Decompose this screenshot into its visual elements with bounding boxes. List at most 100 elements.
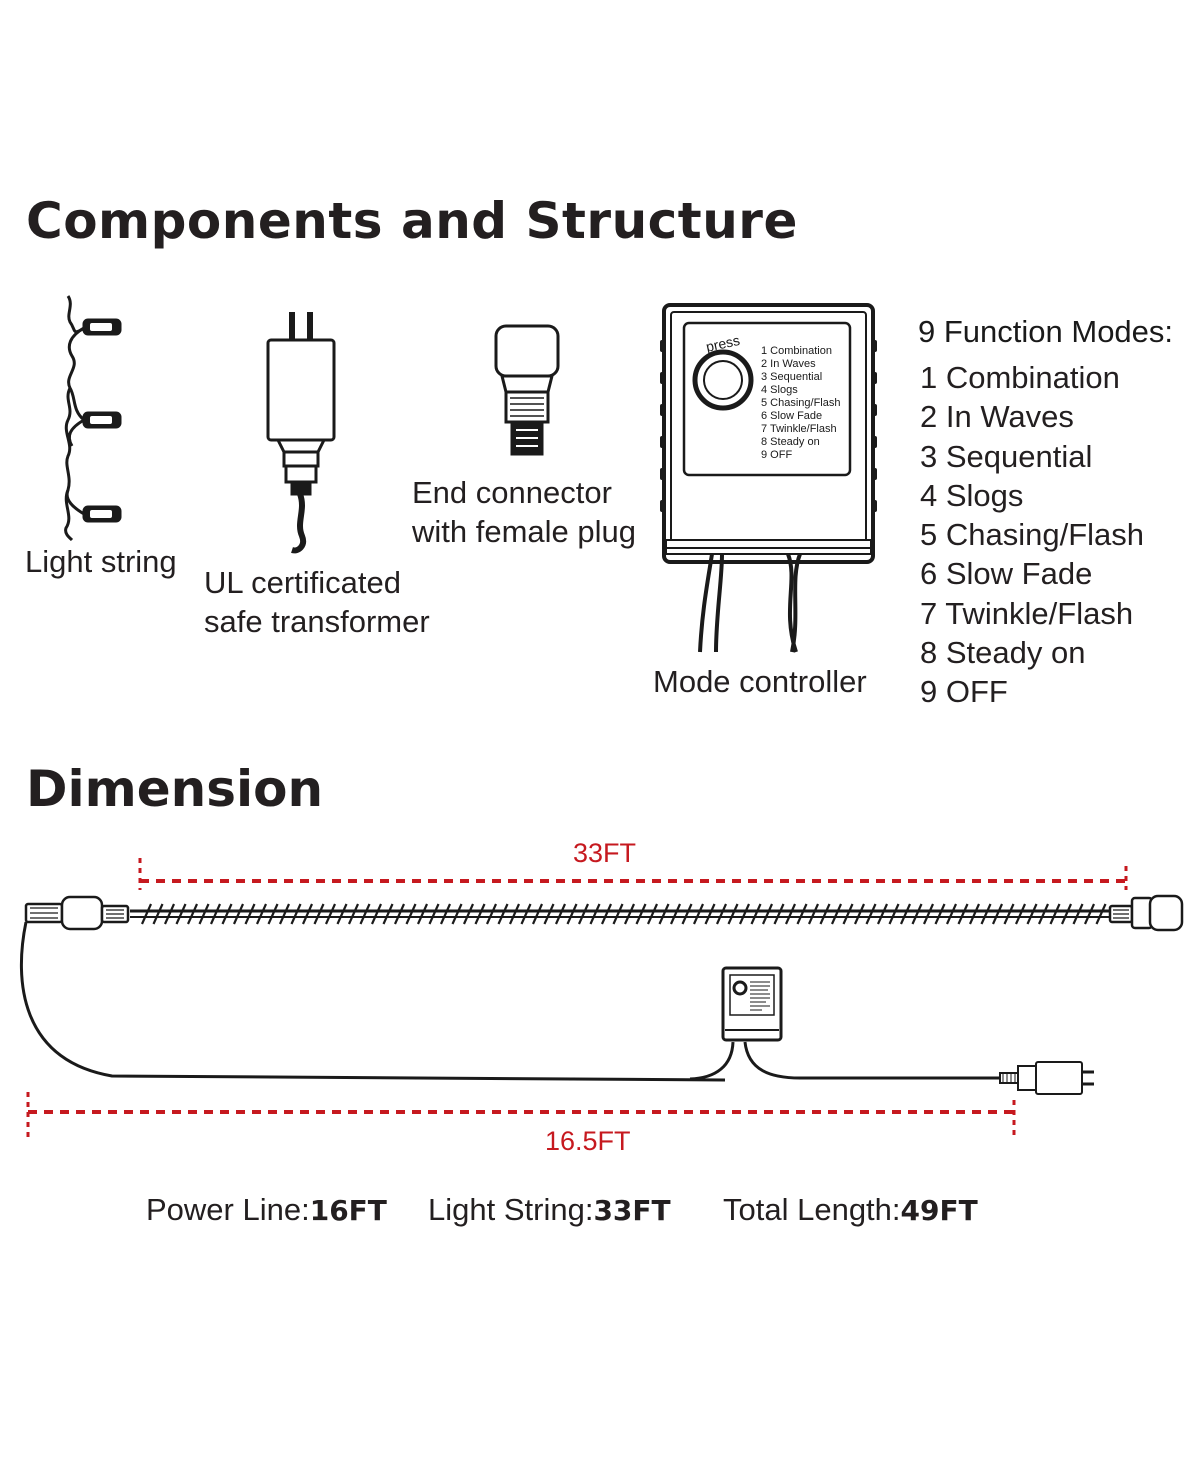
controller-mode-6: 6 Slow Fade [761,410,822,422]
right-end-connector-icon [1108,894,1184,932]
power-line-summary: Power Line:16FT [146,1192,387,1228]
controller-wires [698,553,802,653]
bulb-tick [543,903,555,925]
function-mode-item: 9 OFF [920,674,1008,710]
dimension-controller-icon [721,966,783,1042]
bulb-tick [623,903,636,925]
bulb-tick [658,903,670,925]
light-string-icon [64,295,122,542]
controller-mode-2: 2 In Waves [761,358,816,370]
total-length-summary: Total Length:49FT [723,1192,978,1228]
controller-mode-8: 8 Steady on [761,436,820,448]
controller-mode-1: 1 Combination [761,345,832,357]
bulb-tick [968,903,981,925]
bulb-tick [370,903,383,925]
bulb-tick [359,903,371,925]
bulb-tick [520,903,532,925]
transformer-icon [266,312,336,554]
bulb-tick [957,903,969,925]
bulb-tick [600,903,613,925]
light-string-summary-label: Light String: [428,1192,594,1227]
function-mode-item: 1 Combination [920,360,1120,395]
bulb-tick [508,903,521,925]
components-heading: Components and Structure [26,192,798,250]
bulb-tick [784,903,797,925]
bulb-tick [704,903,716,925]
end-connector-label-line2: with female plug [412,514,637,549]
bulb-tick [1083,903,1096,925]
bulb-tick [186,903,199,925]
bulb-tick [175,903,187,925]
end-connector-label: End connector with female plug [412,473,636,551]
function-mode-item: 8 Steady on [920,635,1086,671]
power-line-summary-value: 16FT [309,1194,387,1227]
bulb-tick [405,903,417,925]
bulb-tick [807,903,820,925]
bulb-tick [336,903,348,925]
transformer-label-line1: UL certificated [204,565,401,600]
bulb-tick [255,903,268,925]
light-string-summary-value: 33FT [593,1194,671,1227]
bulb-tick [232,903,245,925]
bulb-tick [393,903,406,925]
power-line-span-label: 16.5FT [545,1126,631,1156]
bulb-tick [278,903,291,925]
bulb-tick [865,903,877,925]
controller-mode-4: 4 Slogs [761,384,798,396]
bulb-tick [1026,903,1038,925]
light-string-span-label: 33FT [573,838,637,868]
bulb-tick [1037,903,1050,925]
function-mode-item: 2 In Waves [920,399,1074,435]
total-length-summary-value: 49FT [900,1194,978,1227]
bulb-tick [646,903,659,925]
bulb-tick [462,903,475,925]
bulb-tick [773,903,785,925]
bulb-tick [428,903,440,925]
function-mode-item: 5 Chasing/Flash [920,517,1145,553]
bulb-tick [566,903,578,925]
bulb-tick [290,903,302,925]
bulb-tick [692,903,705,925]
bulb-tick [1014,903,1027,925]
controller-mode-3: 3 Sequential [761,371,822,383]
bulb-tick [945,903,958,925]
controller-mode-list: 1 Combination 2 In Waves 3 Sequential 4 … [761,345,841,461]
function-mode-item: 4 Slogs [920,477,1024,513]
transformer-label: UL certificated safe transformer [204,563,430,641]
bulb-tick [589,903,601,925]
bulb-tick [474,903,486,925]
bulb-tick [324,903,337,925]
bulb-tick [1095,903,1107,925]
bulb-tick [347,903,360,925]
dimension-plug-icon [999,1061,1094,1095]
bulb-tick [888,903,900,925]
dimension-heading: Dimension [26,760,324,818]
transformer-label-line2: safe transformer [204,604,430,639]
light-string-bulbs [140,903,1107,925]
bulb-tick [750,903,762,925]
bulb-tick [163,903,176,925]
dimension-diagram [19,858,1184,1140]
function-mode-item: 7 Twinkle/Flash [920,595,1134,631]
bulb-tick [853,903,866,925]
power-line-span-marker [26,1092,1016,1140]
bulb-tick [485,903,498,925]
function-modes-title: 9 Function Modes: [918,314,1174,349]
bulb-tick [267,903,279,925]
function-modes-list: 1 Combination 2 In Waves 3 Sequential 4 … [920,358,1144,712]
controller-mode-9: 9 OFF [761,449,792,461]
bulb-tick [1003,903,1015,925]
bulb-tick [244,903,256,925]
power-line-summary-label: Power Line: [146,1192,310,1227]
bulb-tick [796,903,808,925]
function-mode-item: 6 Slow Fade [920,556,1093,592]
controller-press-label: press [704,332,741,355]
total-length-summary-label: Total Length: [723,1192,901,1227]
light-string-summary: Light String:33FT [428,1192,671,1228]
bulb-tick [819,903,831,925]
bulb-tick [451,903,463,925]
bulb-tick [152,903,164,925]
bulb-tick [198,903,210,925]
bulb-tick [577,903,590,925]
bulb-tick [761,903,774,925]
